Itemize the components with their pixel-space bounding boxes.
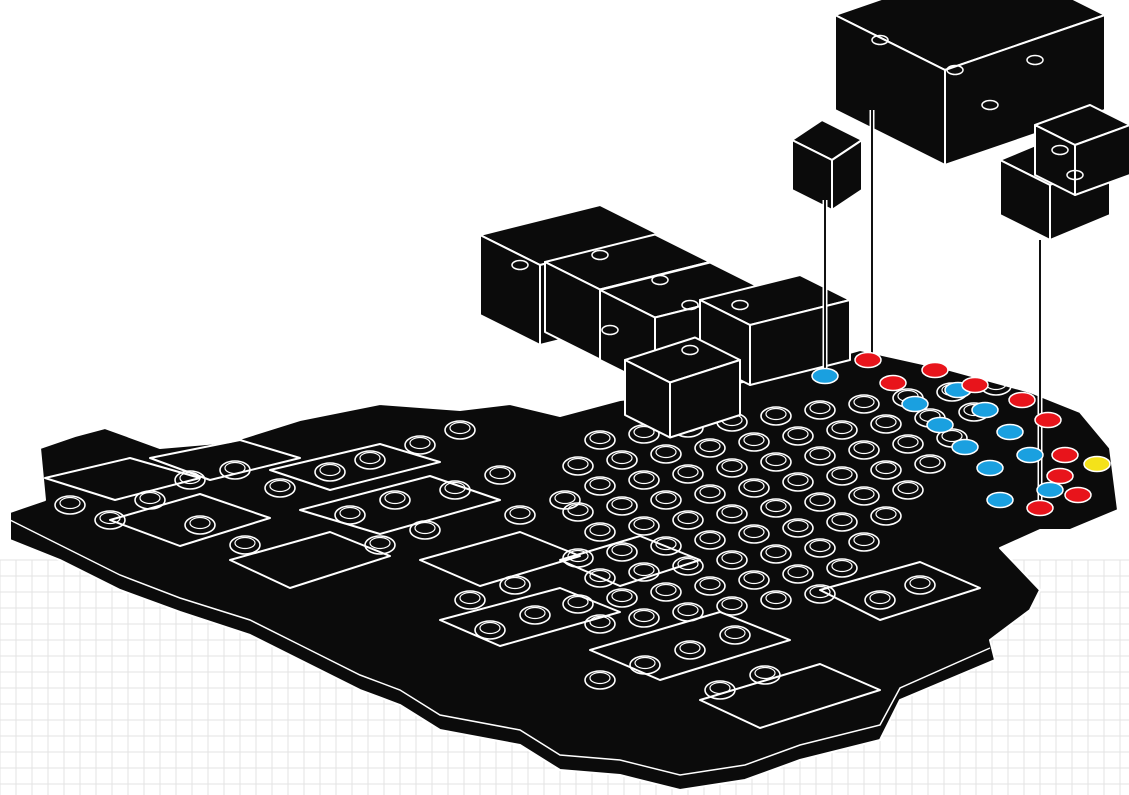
marker-red (855, 353, 881, 368)
marker-red (922, 363, 948, 378)
marker-red (962, 378, 988, 393)
marker-blue (997, 425, 1023, 440)
marker-red (1052, 448, 1078, 463)
marker-blue (1017, 448, 1043, 463)
marker-yellow (1084, 457, 1110, 472)
marker-blue (987, 493, 1013, 508)
marker-red (1027, 501, 1053, 516)
small-block (792, 120, 862, 210)
marker-blue (812, 369, 838, 384)
marker-blue (1037, 483, 1063, 498)
marker-red (1009, 393, 1035, 408)
upper-assembly (480, 0, 1129, 438)
marker-blue (927, 418, 953, 433)
marker-red (1047, 469, 1073, 484)
marker-blue (902, 397, 928, 412)
marker-red (1035, 413, 1061, 428)
marker-red (1065, 488, 1091, 503)
marker-blue (977, 461, 1003, 476)
marker-blue (952, 440, 978, 455)
marker-blue (972, 403, 998, 418)
marker-red (880, 376, 906, 391)
